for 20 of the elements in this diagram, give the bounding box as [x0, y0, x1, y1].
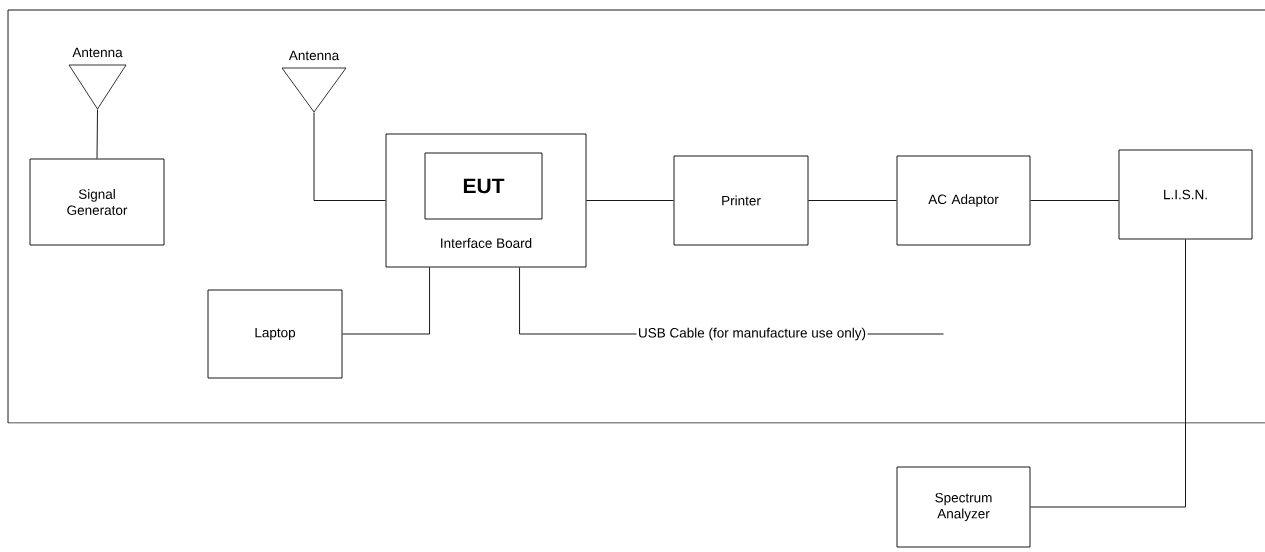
- enclosure-frame: [7, 9, 1265, 424]
- connector-line: [808, 200, 897, 201]
- eut-box: EUT: [424, 152, 543, 220]
- connector-line: [867, 333, 944, 335]
- connector-line: [519, 267, 637, 335]
- connector-line: [313, 112, 386, 201]
- lisn-box: L.I.S.N.: [1118, 149, 1253, 240]
- adaptor-box: AC Adaptor: [896, 155, 1031, 246]
- analyzer-box: Spectrum Analyzer: [896, 466, 1031, 548]
- connector-line: [586, 200, 674, 201]
- connector-line: [342, 267, 430, 335]
- cable-label: USB Cable (for manufacture use only): [636, 326, 868, 342]
- generator-box: Signal Generator: [29, 158, 165, 246]
- antenna-label: Antenna: [288, 50, 340, 61]
- printer-box: Printer: [673, 155, 809, 246]
- connector-line: [1030, 200, 1119, 201]
- laptop-box: Laptop: [207, 289, 343, 379]
- connector-line: [96, 109, 98, 159]
- antenna-label: Antenna: [72, 47, 123, 58]
- connector-line: [1030, 239, 1186, 508]
